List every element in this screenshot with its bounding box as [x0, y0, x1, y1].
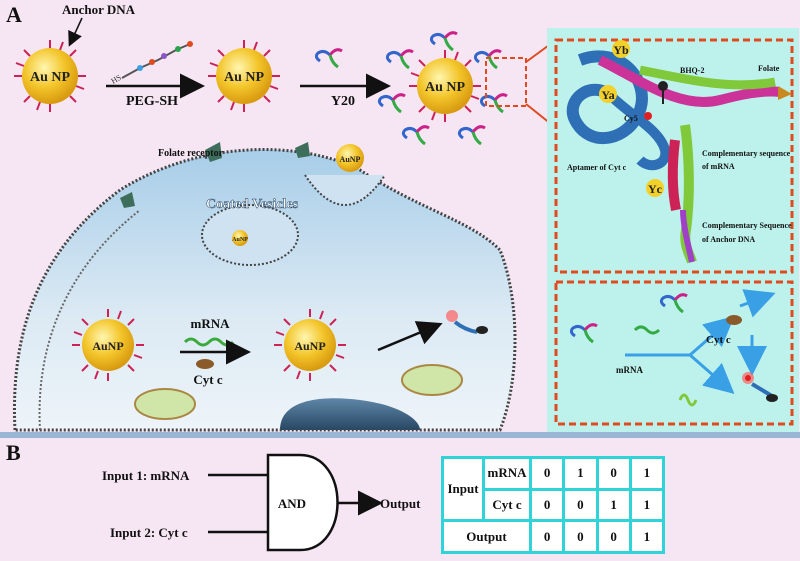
aunp-label-2: Au NP: [224, 70, 265, 85]
input-header: Input: [441, 455, 485, 523]
cyt-c-protein: [196, 359, 214, 369]
y20-label: Y20: [331, 94, 355, 109]
gold-nanoparticle-3: [377, 31, 509, 146]
comp-mrna-label-2: of mRNA: [702, 162, 735, 171]
cell-cytc-0: 0: [528, 487, 566, 523]
mitochondrion-1: [134, 388, 196, 420]
aunp-label-cell-right: AuNP: [294, 339, 325, 353]
cell-cytc-3: 1: [628, 487, 666, 523]
row-label-mrna: mRNA: [482, 456, 532, 491]
cy5-glow: [446, 310, 458, 322]
mech-mrna-label: mRNA: [616, 365, 643, 375]
cell-mrna-3: 1: [628, 456, 666, 491]
panel-b-label: B: [6, 440, 21, 465]
yb-badge: [612, 40, 630, 58]
aunp-entering: [336, 144, 364, 172]
truth-row-mrna: Input mRNA 0 1 0 1: [441, 455, 666, 523]
cell-mrna-0: 0: [528, 456, 566, 491]
gold-nanoparticle-cell-left: [71, 308, 145, 382]
cell-output-0: 0: [528, 519, 566, 554]
cell-cytc-1: 0: [562, 487, 599, 523]
released-cytc: [476, 326, 488, 334]
aunp-label-vesicle: AuNP: [232, 237, 248, 243]
zoom-source-box: [485, 57, 527, 107]
cell-output-2: 0: [595, 519, 632, 554]
mechanism-diagram: [569, 289, 778, 407]
row-label-output: Output: [441, 519, 532, 554]
comp-anchor-label-2: of Anchor DNA: [702, 235, 755, 244]
yc-badge: [646, 179, 664, 197]
cell-diagram: [12, 142, 517, 432]
truth-row-cytc: Cyt c 0 0 1 1: [443, 487, 666, 523]
output-label: Output: [380, 496, 421, 511]
and-gate: [266, 453, 339, 552]
truth-row-output: Output 0 0 0 1: [441, 519, 666, 554]
cell-mrna-2: 0: [595, 456, 632, 491]
aunp-label-entering: AuNP: [340, 155, 361, 164]
cell-mrna-1: 1: [562, 456, 599, 491]
gold-nanoparticle-2: [207, 39, 281, 113]
aunp-label-1: Au NP: [30, 70, 71, 85]
panel-a-label: A: [6, 2, 22, 27]
anchor-dna-label: Anchor DNA: [62, 2, 136, 17]
bhq2-label: BHQ-2: [680, 66, 704, 75]
mech-cytc-label: Cyt c: [706, 334, 731, 346]
released-aptamer: [453, 320, 478, 334]
anchor-dna-pointer: [68, 17, 83, 47]
hs-label: HS: [110, 73, 123, 86]
input2-label: Input 2: Cyt c: [110, 525, 188, 540]
yc-label: Yc: [648, 182, 663, 196]
zoom-panel-mechanism: [554, 280, 794, 426]
cell-output-1: 0: [562, 519, 599, 554]
ya-label: Ya: [601, 88, 614, 102]
aunp-label-cell-left: AuNP: [92, 339, 123, 353]
y-motif-structure: [566, 50, 792, 264]
y-motif-probe: [314, 48, 344, 69]
input1-label: Input 1: mRNA: [102, 468, 190, 483]
mrna-label: mRNA: [191, 316, 231, 331]
mitochondrion-2: [401, 364, 463, 396]
folate-label: Folate: [758, 64, 780, 73]
panel-divider: [0, 432, 800, 438]
truth-table: Input mRNA 0 1 0 1 Cyt c 0 0 1 1 Output …: [441, 455, 666, 554]
gold-nanoparticle-cell-right: [273, 308, 347, 382]
ya-badge: [599, 85, 617, 103]
aunp-label-3: Au NP: [425, 80, 466, 95]
cell-output-3: 1: [628, 519, 666, 554]
comp-anchor-label-1: Complementary Sequence: [702, 221, 792, 230]
gate-label: AND: [278, 496, 306, 511]
aptamer-label: Aptamer of Cyt c: [567, 163, 627, 172]
cy5-label: Cy5: [624, 114, 638, 123]
zoom-panel-structure: [554, 38, 794, 274]
comp-mrna-label-1: Complementary sequence: [702, 149, 791, 158]
coated-vesicles-label: Coated Vesicles: [206, 197, 299, 212]
peg-sh-label: PEG-SH: [126, 94, 178, 109]
mrna-strand: [183, 337, 235, 347]
arrow-release: [377, 321, 443, 352]
folate-receptor-label: Folate receptor: [158, 148, 224, 159]
yb-label: Yb: [613, 43, 629, 57]
gold-nanoparticle-1: [13, 39, 87, 113]
cell-cytc-2: 1: [595, 487, 632, 523]
row-label-cytc: Cyt c: [482, 487, 532, 523]
cyt-c-label: Cyt c: [193, 372, 222, 387]
